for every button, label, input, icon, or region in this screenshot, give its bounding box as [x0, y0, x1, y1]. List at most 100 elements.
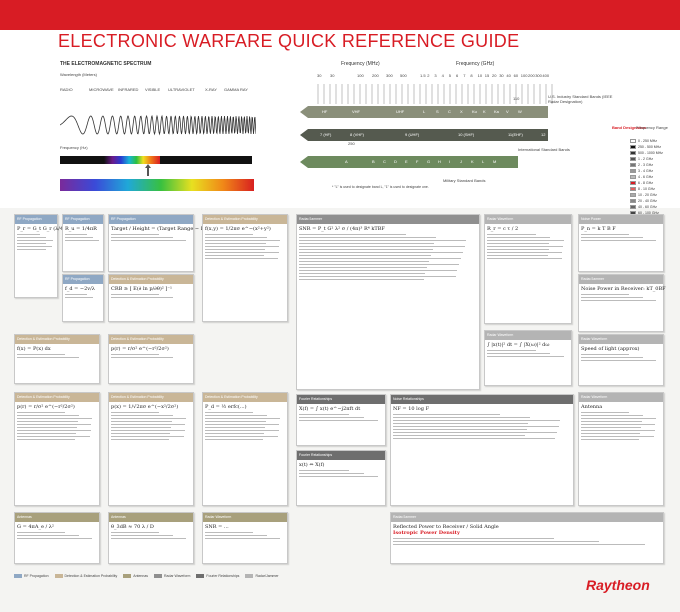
footer-legend-label: RF Propagation: [24, 574, 49, 578]
panel-equation: p(x) = 1/√2πσ e^(−x²/2σ²): [111, 404, 179, 410]
panel-equation: NF = 10 log F: [393, 406, 430, 412]
ieee-band-label: UHF: [396, 109, 405, 114]
reference-panel: Detection & Estimation Probability p(r) =…: [108, 334, 194, 384]
footer-legend-swatch: [245, 574, 254, 578]
panel-rule: [111, 535, 173, 536]
panel-rule: [581, 418, 657, 419]
panel-rule: [111, 415, 173, 416]
panel-equation: f(x) = P(x) dx: [17, 346, 51, 352]
panel-header: Detection & Estimation Probability: [15, 335, 99, 344]
panel-header: Radar/Jammer: [391, 513, 663, 522]
panel-rule: [65, 297, 93, 298]
band-key-swatch: [630, 150, 636, 155]
panel-rule: [17, 412, 65, 413]
panel-equation: R_r = c τ / 2: [487, 226, 519, 232]
panel-rule: [205, 240, 281, 241]
panel-rule: [17, 246, 53, 247]
mhz-tick: 30: [330, 73, 335, 78]
arrow-up-icon: [145, 164, 151, 176]
panel-rule: [299, 261, 429, 262]
band-key-swatch: [630, 198, 636, 203]
panel-rule: [581, 297, 643, 298]
panel-rule: [17, 439, 76, 440]
panel-rule: [111, 538, 187, 539]
band-gamma: GAMMA RAY: [224, 87, 248, 92]
panel-header-text: RF Propagation: [111, 217, 136, 221]
mil-caption: Military Standard Bands: [443, 178, 486, 183]
panel-rule: [581, 294, 629, 295]
band-key-text: 10 - 20 GHz: [638, 192, 657, 197]
military-band-label: K: [471, 159, 474, 164]
band-key-row: 20 - 40 GHz: [630, 198, 665, 203]
band-visible: VISIBLE: [145, 87, 161, 92]
panel-rule: [487, 356, 565, 357]
panel-rule: [393, 438, 555, 439]
itu-band-label: 8 (VHF): [350, 132, 364, 137]
panel-rule: [17, 249, 46, 250]
panel-rule: [487, 237, 551, 238]
band-key-row: 250 - 500 MHz: [630, 144, 665, 149]
band-key-text: 6 - 8 GHz: [638, 180, 653, 185]
band-key-row: 2 - 3 GHz: [630, 162, 665, 167]
ghz-tick: 10: [477, 73, 483, 78]
panel-equation: SNR = P_t G² λ² σ / (4π)³ R⁴ kTBF: [299, 226, 385, 232]
ghz-tick: 400: [542, 73, 550, 78]
ieee-band-label: L: [423, 109, 426, 114]
panel-rule: [205, 532, 253, 533]
military-band-label: B: [372, 159, 375, 164]
band-key-swatch: [630, 204, 636, 209]
ieee-band-label: Ku: [472, 109, 477, 114]
panel-rule: [393, 544, 645, 545]
panel-header: Detection & Estimation Probability: [109, 335, 193, 344]
panel-header: RF Propagation: [63, 275, 103, 284]
itu-band-label: 12: [541, 132, 546, 137]
panel-rule: [205, 415, 267, 416]
panel-header: Radar Waveform: [579, 335, 663, 344]
band-key-swatch: [630, 144, 636, 149]
panel-equation: G = 4πA_e / λ²: [17, 524, 54, 530]
panel-header: Antennas: [109, 513, 193, 522]
panel-rule: [299, 417, 364, 418]
panel-equation: p(r) = r/σ² e^(−r²/2σ²): [111, 346, 169, 352]
panel-equation: x(t) ⇔ X(f): [299, 462, 325, 468]
panel-rule: [17, 535, 79, 536]
ghz-tick: 1.5: [420, 73, 426, 78]
panel-body: Reflected Power to Receiver / Solid Angl…: [391, 522, 663, 549]
panel-header-text: Detection & Estimation Probability: [111, 395, 164, 399]
panel-rule: [393, 429, 527, 430]
panel-header-text: Detection & Estimation Probability: [17, 337, 70, 341]
mhz-tick: 300: [386, 73, 393, 78]
panel-body: f_d = −2v/λ: [63, 284, 103, 302]
panel-rule: [111, 297, 173, 298]
panel-rule: [111, 532, 159, 533]
panel-rule: [205, 418, 281, 419]
panel-rule: [65, 294, 87, 295]
ghz-tick: 2: [427, 73, 430, 78]
panel-rule: [65, 234, 87, 235]
panel-body: P_r = G_t G_r (λ/4πR)²: [15, 224, 74, 254]
panel-header: Detection & Estimation Probability: [15, 393, 99, 402]
panel-rule: [17, 436, 90, 437]
panel-header: Radar Waveform: [485, 215, 571, 224]
panel-body: G = 4πA_e / λ²: [15, 522, 99, 543]
panel-rule: [299, 276, 456, 277]
panel-header-text: Radar/Jammer: [393, 515, 417, 519]
ghz-tick: 200: [528, 73, 535, 78]
band-key-swatch: [630, 186, 636, 191]
panel-rule: [393, 423, 529, 424]
military-band-label: A: [345, 159, 348, 164]
panel-rule: [299, 476, 378, 477]
panel-rule: [299, 420, 378, 421]
panel-header-text: RF Propagation: [17, 217, 42, 221]
